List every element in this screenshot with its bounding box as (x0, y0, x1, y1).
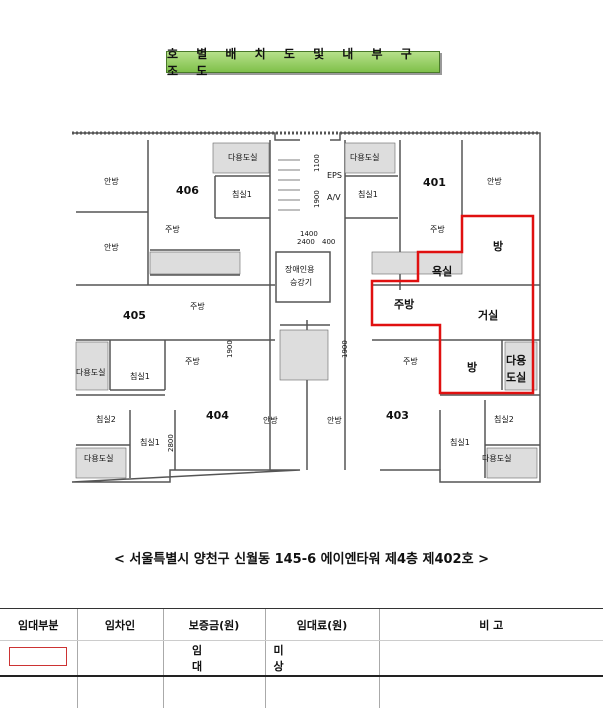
room-label: 침실1 (130, 371, 150, 381)
room-label: 다용 (506, 353, 526, 367)
unit-406-label: 406 (176, 184, 199, 197)
dimension-label: 1400 (300, 230, 318, 238)
core-label: A/V (327, 193, 341, 202)
room-label: 침실2 (494, 414, 514, 424)
empty-cell (76, 676, 163, 708)
unit-405-label: 405 (123, 309, 146, 322)
room-label: 욕실 (432, 264, 452, 278)
room-label: 다용도실 (76, 367, 105, 377)
room-label: 다용도실 (84, 453, 113, 463)
dimension-label: 1900 (341, 340, 349, 358)
unit-403-label: 403 (386, 409, 409, 422)
room-label: 주방 (165, 224, 180, 234)
tenant-cell (76, 640, 163, 677)
empty-cell (162, 676, 265, 708)
dimension-label: 2400 (297, 238, 315, 246)
tiles (75, 142, 538, 479)
dimension-label: 2800 (167, 434, 175, 452)
stairs (278, 159, 300, 211)
empty-cell (0, 676, 77, 708)
room-label: 침실1 (232, 189, 252, 199)
elevator-label: 승강기 (290, 277, 312, 287)
room-label: 주방 (430, 224, 445, 234)
room-label: 거실 (478, 308, 498, 322)
floor-plan: 안방 406 다용도실 침실1 안방 주방 405 주방 다용도실 침실1 주방… (71, 131, 541, 483)
room-label: 안방 (104, 242, 119, 252)
lease-part-cell (0, 640, 77, 677)
header-rent: 임대료(원) (264, 608, 379, 641)
room-label: 다용도실 (350, 152, 379, 162)
deposit-cell: 임 대 (162, 640, 265, 677)
room-label: 안방 (104, 176, 119, 186)
note-cell (378, 640, 603, 677)
room-label: 다용도실 (228, 152, 257, 162)
lease-part-marker (9, 647, 68, 666)
elevator-label: 장애인용 (285, 264, 314, 274)
header-tenant: 임차인 (76, 608, 163, 641)
room-label: 도실 (506, 370, 526, 384)
header-deposit: 보증금(원) (162, 608, 265, 641)
lease-table: 임대부분 임차인 보증금(원) 임대료(원) 비 고 임 대 미 상 (0, 608, 603, 708)
room-label: 방 (493, 239, 503, 253)
rent-cell: 미 상 (264, 640, 379, 677)
empty-cell (378, 676, 603, 708)
room-label: 안방 (263, 415, 278, 425)
dimension-label: 1100 (313, 154, 321, 172)
dimension-label: 1900 (313, 190, 321, 208)
room-label: 침실1 (140, 437, 160, 447)
status-text: 미 상 (273, 644, 318, 673)
unit-404-label: 404 (206, 409, 229, 422)
room-label: 침실2 (96, 414, 116, 424)
room-label: 침실1 (358, 189, 378, 199)
core-label: EPS (327, 171, 342, 180)
status-text: 임 대 (191, 644, 237, 673)
unit-401-label: 401 (423, 176, 446, 189)
room-label: 방 (467, 360, 477, 374)
room-label: 주방 (403, 356, 418, 366)
room-label: 주방 (190, 301, 205, 311)
dimension-label: 1900 (226, 340, 234, 358)
header-lease-part: 임대부분 (0, 608, 77, 641)
dimension-label: 400 (322, 238, 335, 246)
room-label: 주방 (394, 297, 414, 311)
room-label: 침실1 (450, 437, 470, 447)
unit-402-highlight (370, 214, 535, 395)
empty-cell (264, 676, 379, 708)
page-title: 호 별 배 치 도 및 내 부 구 조 도 (166, 47, 440, 78)
room-label: 안방 (487, 176, 502, 186)
room-label: 안방 (327, 415, 342, 425)
header-note: 비 고 (378, 608, 603, 641)
address-caption: < 서울특별시 양천구 신월동 145-6 에이엔타워 제4층 제402호 > (114, 552, 489, 567)
room-label: 주방 (185, 356, 200, 366)
room-label: 다용도실 (482, 453, 511, 463)
walls (71, 131, 541, 483)
